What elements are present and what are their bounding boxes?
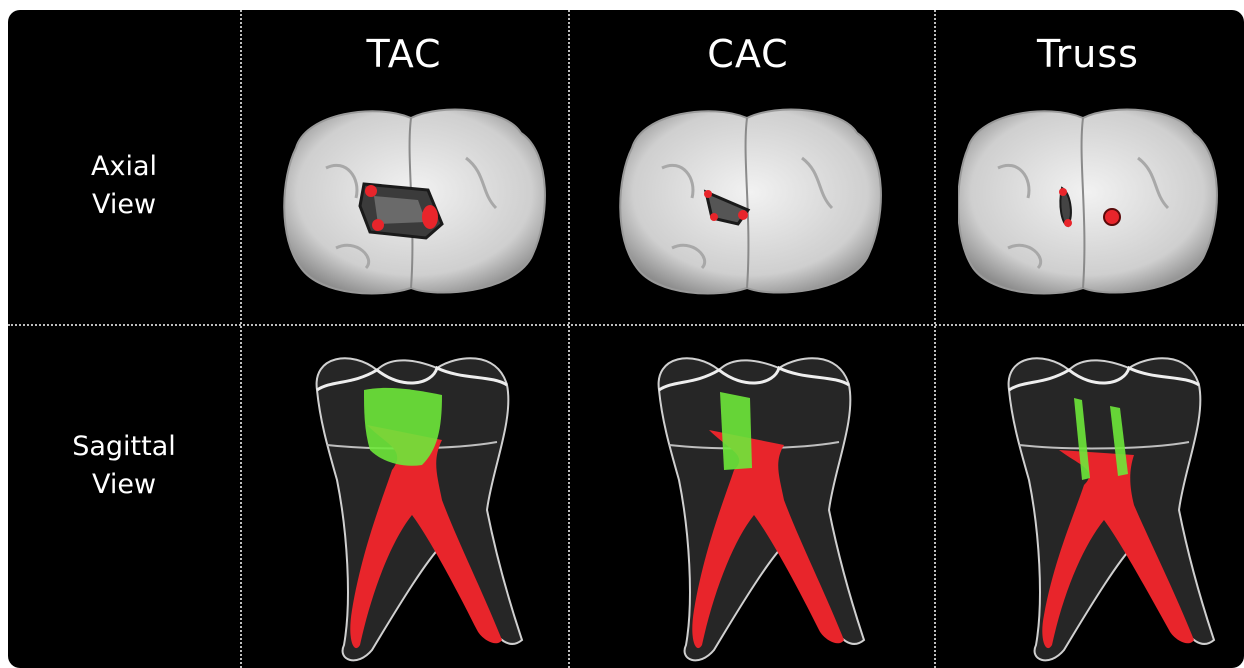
sagittal-view-tac (292, 350, 542, 668)
row-label-line: View (8, 466, 240, 504)
grid-divider (568, 10, 570, 668)
pulp-canal-orifice (704, 190, 712, 198)
pulp-canal-orifice (365, 185, 377, 197)
column-header-truss: Truss (938, 32, 1238, 76)
pulp-canal-orifice (372, 219, 384, 231)
axial-view-truss (958, 98, 1244, 308)
sagittal-view-truss (994, 350, 1244, 668)
pulp-canal-orifice (1059, 188, 1067, 196)
figure-panel: TAC CAC Truss Axial View Sagittal View (8, 10, 1244, 668)
sagittal-view-cac (634, 350, 884, 668)
pulp-canal-orifice (738, 210, 748, 220)
row-label-axial: Axial View (8, 148, 240, 224)
axial-view-tac (266, 98, 556, 308)
grid-divider (240, 10, 242, 668)
row-label-line: View (8, 186, 240, 224)
pulp-canal-orifice (1104, 209, 1120, 225)
column-header-tac: TAC (254, 32, 554, 76)
row-label-line: Axial (8, 148, 240, 186)
row-label-sagittal: Sagittal View (8, 428, 240, 504)
column-header-cac: CAC (598, 32, 898, 76)
grid-divider (934, 10, 936, 668)
pulp-canal-orifice (710, 213, 718, 221)
axial-view-cac (602, 98, 892, 308)
grid-divider (8, 324, 1244, 326)
pulp-canal-orifice (1064, 219, 1072, 227)
row-label-line: Sagittal (8, 428, 240, 466)
pulp-canal-orifice (422, 205, 438, 229)
